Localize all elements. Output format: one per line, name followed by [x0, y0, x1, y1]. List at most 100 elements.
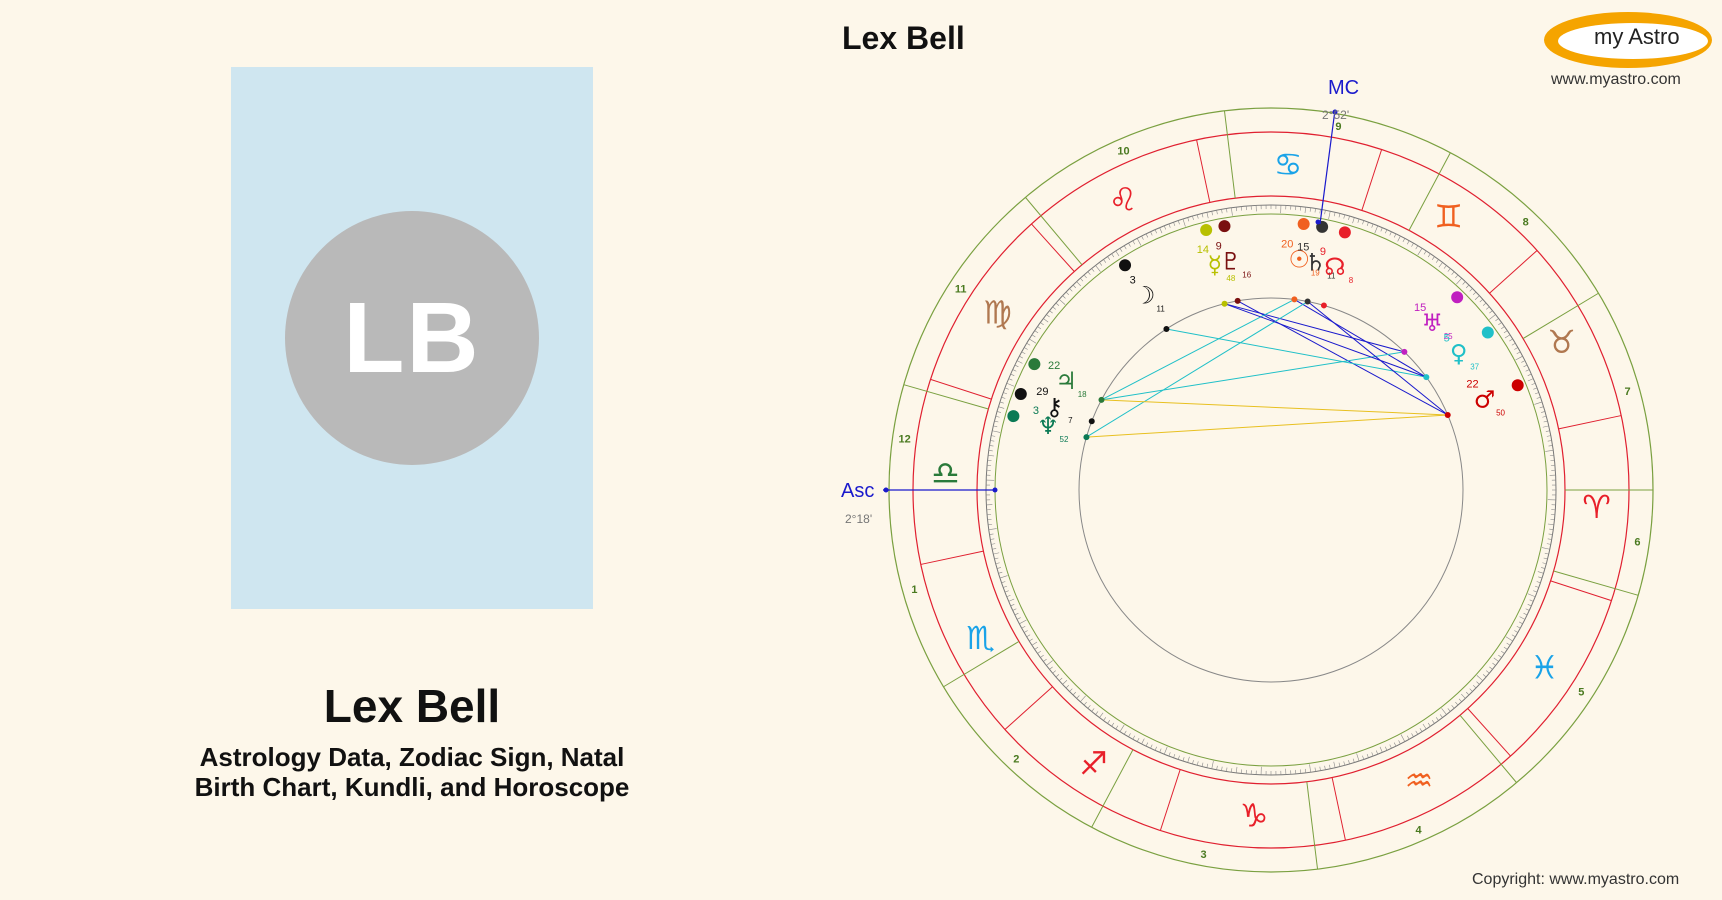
myastro-logo[interactable]: my Astro [1544, 12, 1712, 68]
degree-tick [1529, 599, 1534, 602]
degree-tick [1065, 684, 1070, 689]
degree-tick [1431, 720, 1435, 724]
planet-degree-pluto: 9 [1216, 241, 1222, 253]
degree-tick [1010, 373, 1015, 376]
degree-tick [1352, 217, 1355, 224]
degree-tick [1052, 306, 1056, 310]
degree-tick [1107, 256, 1111, 260]
degree-tick [1547, 523, 1554, 526]
planet-aspect-point-moon [1163, 325, 1170, 332]
degree-tick [1482, 674, 1487, 678]
degree-tick [1389, 231, 1392, 236]
planet-marker-chiron [1014, 387, 1027, 400]
degree-tick [1031, 334, 1036, 338]
degree-tick [1542, 562, 1547, 565]
degree-tick [1397, 235, 1401, 242]
logo-inner [1558, 23, 1708, 59]
degree-tick [1427, 722, 1431, 727]
degree-tick [991, 435, 996, 437]
planet-marker-mercury [1200, 223, 1213, 236]
planet-degree-mercury: 14 [1197, 244, 1209, 256]
sign-boundary [1558, 415, 1622, 430]
degree-tick [1046, 660, 1053, 666]
planet-glyph-sun: ☉ [1289, 246, 1311, 274]
degree-tick [1333, 761, 1336, 768]
degree-tick [1534, 392, 1539, 395]
degree-tick [1083, 274, 1087, 279]
degree-ring-inner [994, 213, 1548, 767]
aspect-line [1307, 301, 1449, 416]
degree-tick [1415, 730, 1419, 735]
planet-minute-pluto: 16 [1242, 271, 1251, 280]
degree-tick [1338, 213, 1341, 218]
sign-glyph: ♉ [1547, 323, 1576, 361]
planet-aspect-point-uranus [1401, 348, 1408, 355]
degree-tick [1541, 547, 1550, 550]
house-cusp-line [903, 384, 989, 410]
house-cusp-line [1223, 110, 1236, 199]
degree-tick [1026, 634, 1031, 638]
degree-tick [1374, 225, 1379, 234]
degree-tick [1536, 581, 1541, 584]
degree-tick [1362, 220, 1365, 225]
degree-tick [1043, 318, 1049, 323]
planet-degree-sun: 20 [1281, 239, 1293, 251]
degree-tick [1455, 274, 1459, 279]
aspect-line [1224, 303, 1405, 353]
degree-tick [1393, 742, 1397, 747]
degree-tick [1159, 748, 1162, 753]
site-url-link[interactable]: www.myastro.com [1551, 71, 1681, 88]
degree-tick [1107, 720, 1111, 724]
degree-tick [1049, 310, 1053, 314]
degree-tick [1309, 764, 1311, 773]
degree-tick [1400, 734, 1406, 742]
sign-boundary [920, 550, 984, 565]
degree-tick [1192, 760, 1194, 765]
degree-tick [1465, 284, 1470, 289]
degree-tick [1173, 222, 1176, 227]
degree-tick [1501, 326, 1505, 330]
degree-tick [1352, 758, 1355, 763]
house-cusp-line [1306, 781, 1319, 870]
degree-tick [1187, 756, 1190, 763]
degree-tick [1521, 360, 1526, 363]
house-cusp-line [1091, 749, 1134, 828]
degree-tick [1411, 243, 1414, 247]
planet-aspect-point-venus [1423, 374, 1430, 381]
avatar: LB [285, 211, 539, 465]
degree-tick [1206, 763, 1209, 768]
degree-tick [1422, 723, 1427, 730]
degree-tick [1435, 259, 1439, 263]
degree-tick [1087, 271, 1091, 275]
degree-tick [993, 552, 1000, 555]
degree-tick [990, 538, 995, 540]
degree-tick [1415, 245, 1419, 250]
planet-degree-jupiter: 22 [1048, 360, 1060, 372]
degree-tick [1489, 310, 1493, 314]
planet-minute-mars: 50 [1496, 408, 1505, 417]
degree-tick [991, 543, 996, 545]
planet-glyph-uranus: ♅ [1421, 309, 1443, 337]
degree-tick [1026, 342, 1031, 346]
planet-glyph-mercury: ☿ [1208, 251, 1223, 279]
degree-tick [1548, 533, 1553, 535]
degree-tick [989, 445, 994, 447]
aspect-line [1101, 351, 1405, 401]
house-cusp-line [1025, 197, 1083, 266]
degree-tick [1037, 650, 1041, 654]
house-number: 6 [1634, 536, 1640, 548]
degree-tick [1211, 760, 1214, 769]
asc-degree: 2°18' [845, 512, 872, 526]
degree-tick [1538, 576, 1543, 579]
degree-tick [1019, 355, 1024, 359]
mc-dot [1332, 109, 1338, 115]
degree-tick [1115, 250, 1120, 257]
degree-tick [1132, 240, 1136, 245]
profile-photo: LB [231, 67, 593, 609]
degree-tick [1141, 738, 1145, 745]
degree-tick [1527, 593, 1536, 598]
degree-tick [1069, 288, 1073, 292]
degree-tick [1006, 382, 1015, 387]
degree-tick [1024, 347, 1028, 350]
